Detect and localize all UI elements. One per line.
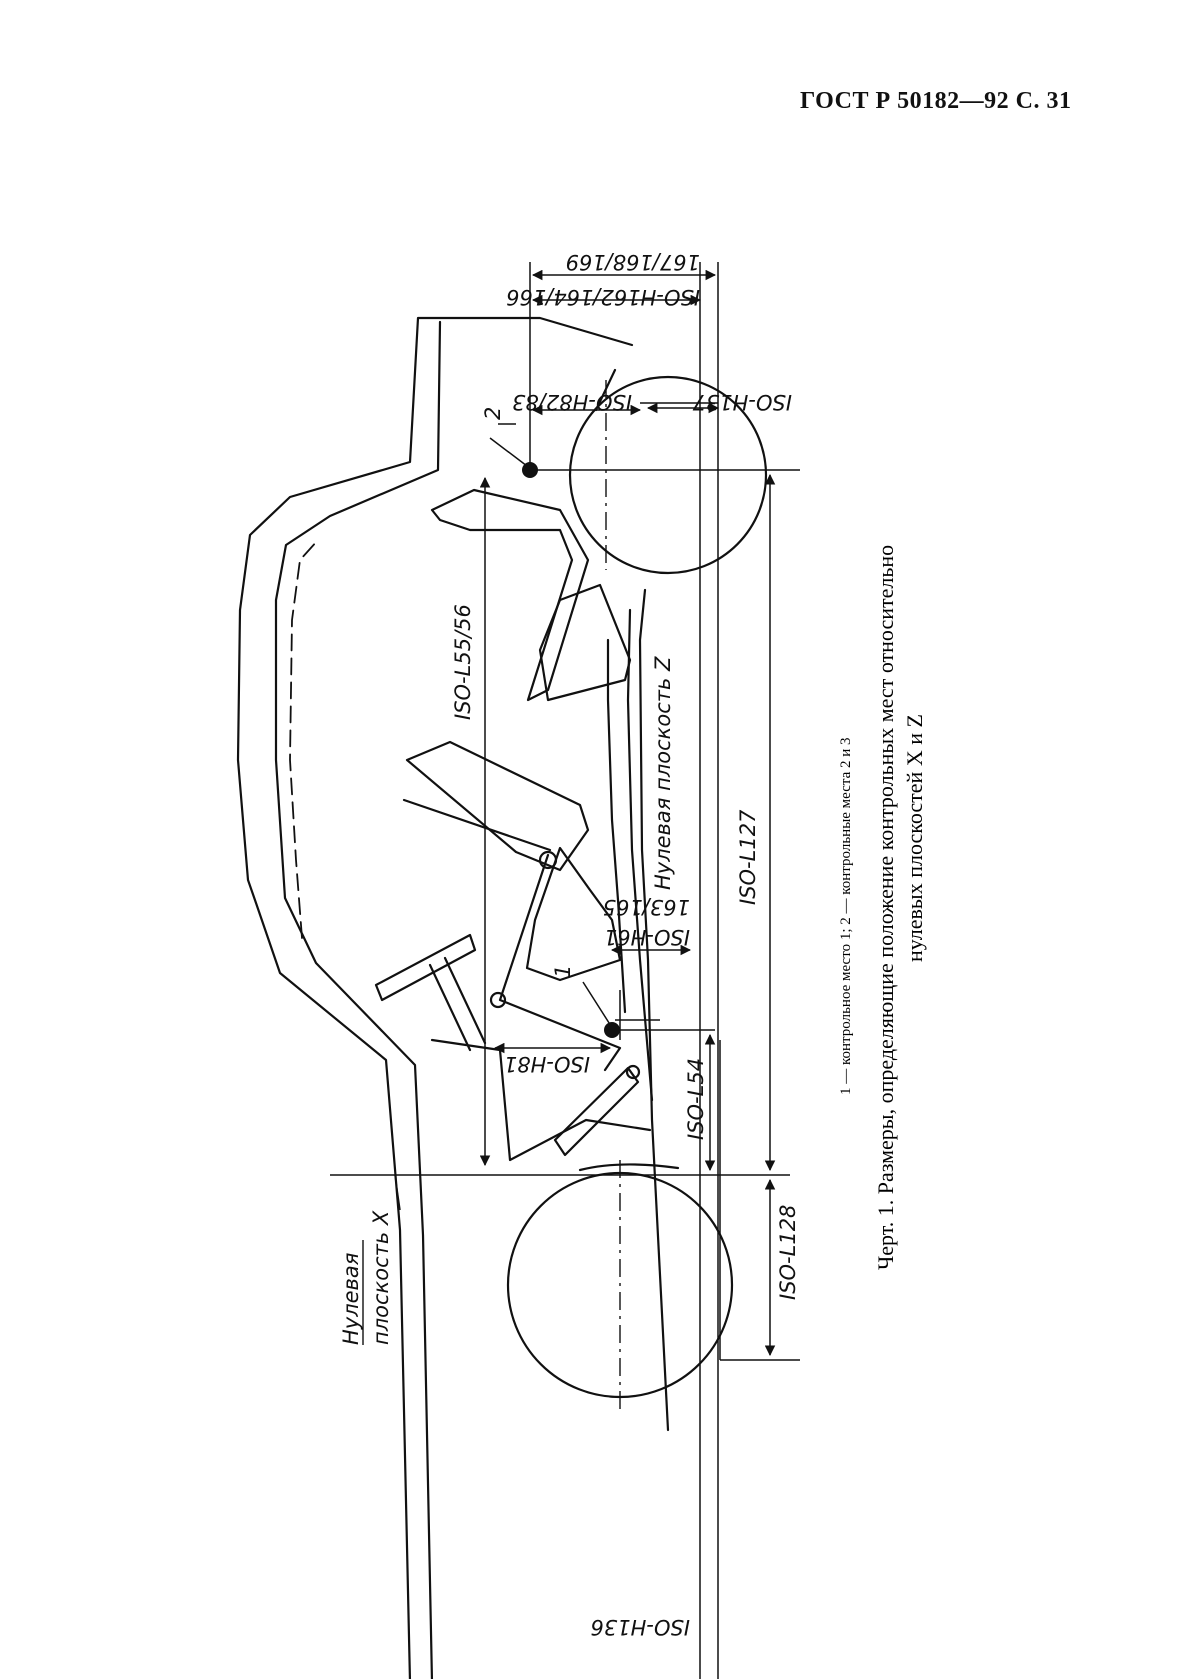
- dim-isoL127-label: ISO-L127: [736, 809, 760, 905]
- dim-isoH136-label: ISO-H136: [590, 1615, 690, 1639]
- floor-rail-inner2: [606, 638, 627, 1014]
- body-outline-inner: [274, 320, 442, 1679]
- roof-dashed-line: [289, 539, 319, 939]
- floor-rail-inner: [626, 608, 654, 1102]
- steering-column: [428, 956, 487, 1052]
- rear-seat-cushion: [538, 583, 632, 702]
- steering-wheel: [374, 933, 477, 1002]
- dashboard: [430, 1038, 652, 1162]
- floor-rail: [638, 588, 670, 1432]
- control-point-1-label: 1: [551, 965, 575, 978]
- dim-isoH137-label: ISO-H137: [692, 390, 792, 414]
- plane-x-label-2: плоскость X: [369, 1210, 393, 1345]
- front-seat-back: [405, 740, 590, 872]
- control-point-2-label: 2: [481, 407, 505, 420]
- figure-title-line-1: Черт. 1. Размеры, определяющие положение…: [873, 545, 898, 1270]
- figure-title-line-2: нулевых плоскостей X и Z: [902, 714, 927, 962]
- dim-isoL128-label: ISO-L128: [776, 1205, 800, 1300]
- front-seat-cushion: [525, 846, 622, 982]
- dim-isoL55-56-label: ISO-L55/56: [451, 604, 475, 720]
- dim-isoL54-label: ISO-L54: [684, 1058, 708, 1140]
- seat-frame: [402, 798, 622, 1072]
- rear-seat: [430, 488, 590, 702]
- dim-isoH81-label: ISO-H81: [504, 1052, 590, 1076]
- front-wheel-arch: [578, 1163, 680, 1172]
- plane-z-label: Нулевая плоскость Z: [651, 656, 675, 890]
- page-header: ГОСТ Р 50182—92 С. 31: [800, 88, 1072, 114]
- body-outline: [236, 316, 634, 1679]
- dim-isoH82-83-label: ISO-H82/83: [512, 390, 632, 414]
- plane-x-label-1: Нулевая: [339, 1253, 363, 1345]
- figure-note: 1 — контрольное место 1; 2 — контрольные…: [838, 737, 854, 1095]
- dim-isoH162-label: ISO-H162/164/166: [506, 285, 700, 309]
- control-point-1-dot: [604, 1022, 620, 1038]
- dim-163-165-label: 163/165: [603, 895, 690, 919]
- dim-isoH61-label: ISO-H61: [604, 925, 690, 949]
- dim-167-label: 167/168/169: [566, 250, 700, 274]
- pedal: [553, 1066, 640, 1157]
